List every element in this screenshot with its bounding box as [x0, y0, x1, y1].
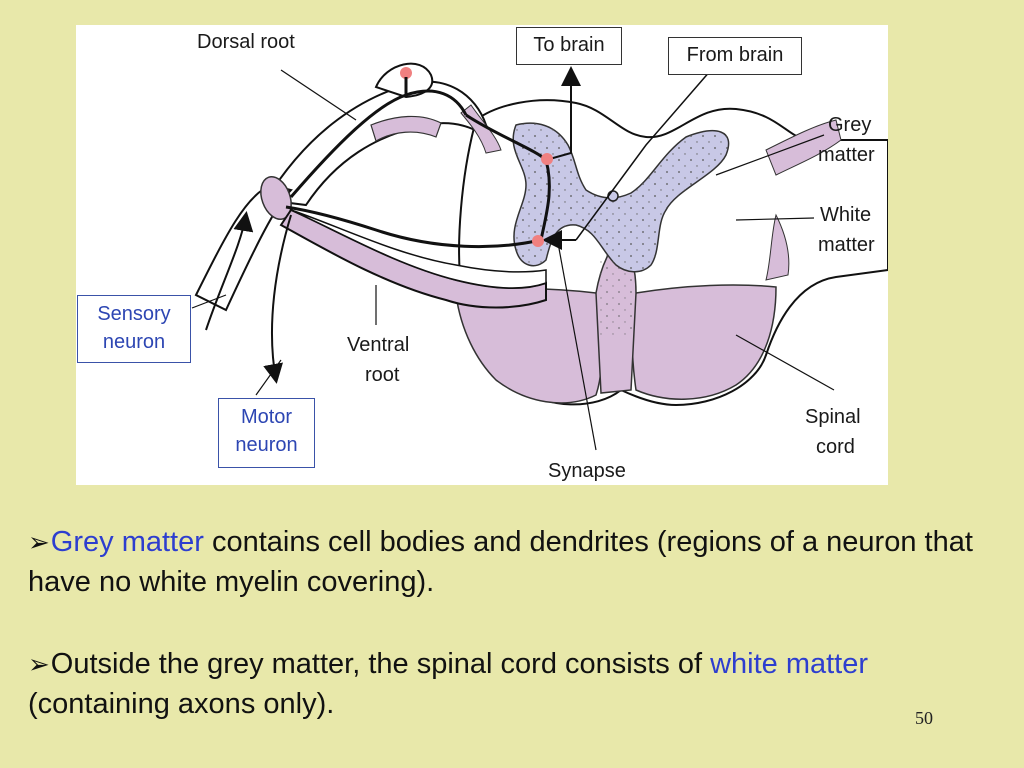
dorsal-root-ganglion — [374, 62, 434, 99]
white-matter-label-line1: White — [820, 204, 872, 226]
ventral-horn-right — [631, 284, 777, 400]
spinal-cord-label-line2: cord — [816, 436, 855, 458]
bullet-grey-matter: ➢Grey matter contains cell bodies and de… — [28, 522, 988, 602]
motor-label-line2: neuron — [235, 434, 298, 456]
synapse-dot-upper — [541, 153, 553, 165]
to-brain-box: To brain — [516, 27, 622, 65]
motor-label-line1: Motor — [240, 406, 293, 428]
sensory-neuron-box: Sensory neuron — [77, 295, 191, 363]
grey-matter-term: Grey matter — [50, 526, 204, 558]
diagram-drawing — [191, 62, 888, 451]
white-matter-term: white matter — [710, 648, 869, 680]
to-brain-label: To brain — [533, 34, 605, 56]
dorsal-root-label: Dorsal root — [197, 31, 295, 53]
synapse-dot-lower — [532, 235, 544, 247]
spinal-cord-label-line1: Spinal — [805, 406, 861, 428]
white-matter-label-line2: matter — [818, 234, 875, 256]
spinal-nerve — [194, 183, 293, 312]
bullet-white-matter: ➢Outside the grey matter, the spinal cor… — [28, 644, 988, 724]
from-brain-label: From brain — [686, 44, 784, 66]
motor-neuron-box: Motor neuron — [218, 398, 315, 468]
sensory-label-line2: neuron — [102, 331, 166, 353]
ventral-root-label-line1: Ventral — [347, 334, 410, 356]
sensory-cell-body — [400, 67, 412, 79]
grey-matter-label-line2: matter — [818, 144, 875, 166]
from-brain-box: From brain — [668, 37, 802, 75]
central-canal — [607, 190, 619, 202]
bullet-arrow-icon: ➢ — [28, 527, 50, 557]
page-number: 50 — [915, 708, 933, 728]
white-matter-text-after: (containing axons only). — [28, 688, 335, 720]
white-matter-text-before: Outside the grey matter, the spinal cord… — [50, 648, 711, 680]
synapse-label: Synapse — [548, 460, 626, 482]
grey-matter-text: contains cell bodies and dendrites (regi… — [28, 526, 973, 598]
bullet-list: ➢Grey matter contains cell bodies and de… — [28, 522, 988, 766]
bullet-arrow-icon: ➢ — [28, 649, 50, 679]
ventral-root-label-line2: root — [365, 364, 400, 386]
sensory-label-line1: Sensory — [97, 303, 171, 325]
spinal-cord-diagram: Dorsal root To brain From brain Grey mat… — [76, 25, 888, 485]
grey-matter-label-line1: Grey — [828, 114, 872, 136]
